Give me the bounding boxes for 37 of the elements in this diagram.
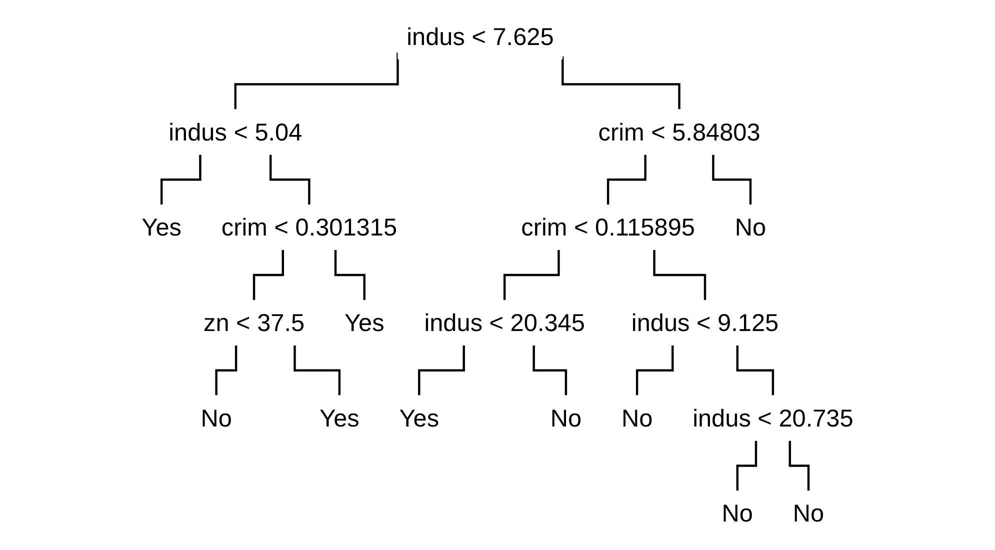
connector <box>712 154 752 206</box>
node-text: No <box>792 500 824 528</box>
connector <box>653 250 706 302</box>
connector <box>636 345 674 396</box>
node-text: No <box>200 404 232 432</box>
node-text: indus < 20.345 <box>424 308 585 337</box>
node-text: indus < 9.125 <box>631 308 779 337</box>
node-text: indus < 7.625 <box>406 22 554 50</box>
connector <box>562 56 680 110</box>
connector <box>269 154 310 206</box>
connector <box>334 250 366 302</box>
node-text: No <box>621 404 653 432</box>
node-text: indus < 20.735 <box>692 404 854 432</box>
connector <box>736 345 774 396</box>
node-text: indus < 5.04 <box>168 118 302 146</box>
node-text: crim < 5.84803 <box>598 118 760 146</box>
node-text: Yes <box>399 404 440 432</box>
connector <box>606 154 646 206</box>
connector <box>234 52 399 110</box>
connector <box>160 154 202 206</box>
connector <box>503 250 560 302</box>
node-text: Yes <box>142 213 182 242</box>
node-text: zn < 37.5 <box>204 308 305 337</box>
node-text: No <box>722 500 753 528</box>
connector <box>294 345 341 396</box>
node-text: crim < 0.301315 <box>221 213 398 242</box>
connector <box>788 440 810 492</box>
connector <box>252 250 284 302</box>
connector <box>736 440 758 492</box>
connector <box>418 345 465 396</box>
node-text: No <box>734 213 766 242</box>
node-text: Yes <box>320 404 360 432</box>
node-text: No <box>550 404 582 432</box>
connector <box>532 345 568 396</box>
node-text: crim < 0.115895 <box>521 213 695 242</box>
node-text: Yes <box>344 308 384 337</box>
connector <box>215 345 238 396</box>
